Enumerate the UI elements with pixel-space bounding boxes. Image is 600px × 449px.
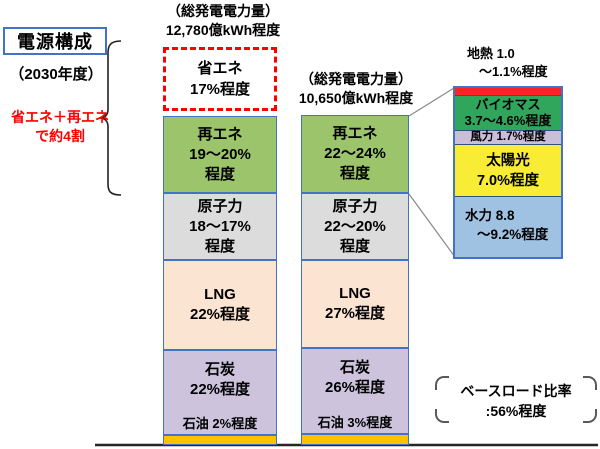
bar2-stack: 再エネ 22～24% 程度 原子力 22～20% 程度 LNG 27%程度 石炭… [301, 115, 409, 445]
breakdown-segment-hydro: 水力 8.8 ～9.2%程度 [455, 197, 561, 257]
segment-label: 水力 8.8 [465, 208, 515, 223]
segment-label: バイオマス [475, 97, 541, 112]
segment-label: LNG [339, 285, 371, 302]
segment-label: 省エネ [197, 60, 243, 77]
bar1-segment-coal: 石炭 22%程度 石油 2%程度 [163, 350, 277, 435]
bar1-stack: 再エネ 19～20% 程度 原子力 18～17% 程度 LNG 22%程度 石炭… [163, 116, 277, 445]
segment-value: 27%程度 [324, 305, 386, 322]
breakdown-segment-wind: 風力 1.7%程度 [455, 131, 561, 145]
breakdown-segment-solar: 太陽光 7.0%程度 [455, 145, 561, 197]
bar1-segment-lng: LNG 22%程度 [163, 260, 277, 350]
bar1-header-line1: （総発電電力量） [167, 3, 279, 19]
segment-value: 22～24% [324, 145, 386, 162]
segment-value: 22～20% [324, 217, 386, 235]
geothermal-label-line2: ～1.1%程度 [479, 64, 548, 79]
page-subtitle-year: （2030年度） [9, 66, 103, 83]
segment-value: 18～17% [189, 217, 251, 235]
bar2-segment-renewable: 再エネ 22～24% 程度 [301, 115, 409, 193]
bar2-header-line2: 10,650億kWh程度 [298, 90, 414, 106]
connector-line-bottom [408, 193, 456, 258]
bar1-segment-oil [163, 435, 277, 445]
bar1-segment-energy-saving: 省エネ 17%程度 [163, 47, 277, 111]
segment-value: 22%程度 [189, 306, 251, 323]
bracket-corner [435, 409, 449, 423]
bar2-header-line1: （総発電電力量） [300, 71, 412, 87]
bracket-corner [435, 376, 449, 390]
annotation-savings-note: 省エネ＋再エネ で約4割 [0, 108, 120, 146]
segment-label: 再エネ [197, 125, 243, 143]
segment-value: 3.7～4.6%程度 [464, 113, 552, 128]
renewable-breakdown-box: バイオマス 3.7～4.6%程度 風力 1.7%程度 太陽光 7.0%程度 水力… [453, 86, 563, 259]
segment-label: 太陽光 [486, 152, 530, 169]
bar2-oil-label: 石油 3%程度 [317, 415, 393, 430]
segment-value-suffix: 程度 [339, 237, 370, 255]
segment-value: 19～20% [189, 145, 251, 163]
bar2-header: （総発電電力量） 10,650億kWh程度 [286, 70, 426, 108]
segment-label: 再エネ [332, 125, 378, 142]
segment-label: 石炭 [204, 361, 235, 378]
segment-value-suffix: 程度 [339, 165, 370, 182]
geothermal-label-line1: 地熱 1.0 [467, 46, 515, 61]
bar2-segment-nuclear: 原子力 22～20% 程度 [301, 193, 409, 260]
bar2-segment-lng: LNG 27%程度 [301, 260, 409, 348]
segment-value: ～9.2%程度 [477, 227, 549, 242]
bar1-header-line2: 12,780億kWh程度 [165, 22, 281, 38]
annotation-line: で約4割 [35, 128, 85, 144]
bar1-header: （総発電電力量） 12,780億kWh程度 [148, 2, 298, 40]
baseload-ratio-box: ベースロード比率 :56%程度 [435, 376, 597, 423]
bar2-segment-coal: 石炭 26%程度 石油 3%程度 [301, 348, 409, 434]
segment-value: 26%程度 [324, 379, 386, 396]
segment-value-suffix: 程度 [204, 165, 235, 183]
page-title: 電源構成 [17, 32, 93, 52]
page-title-box: 電源構成 [3, 27, 107, 55]
segment-label: 原子力 [197, 197, 243, 215]
baseload-label: ベースロード比率 [460, 383, 572, 399]
segment-label: LNG [204, 286, 236, 303]
bracket-corner [583, 409, 597, 423]
segment-label: 原子力 [332, 197, 378, 215]
bar1-oil-label: 石油 2%程度 [182, 416, 258, 431]
segment-label: 石炭 [339, 359, 370, 376]
breakdown-segment-biomass: バイオマス 3.7～4.6%程度 [455, 96, 561, 131]
baseload-value: :56%程度 [485, 403, 547, 419]
bar1-segment-nuclear: 原子力 18～17% 程度 [163, 193, 277, 260]
bar1-segment-renewable: 再エネ 19～20% 程度 [163, 116, 277, 193]
segment-value-suffix: 程度 [204, 237, 235, 255]
segment-value: 17%程度 [189, 81, 251, 98]
annotation-line: 省エネ＋再エネ [11, 109, 109, 125]
segment-label: 風力 1.7%程度 [470, 131, 546, 143]
breakdown-geothermal-label: 地熱 1.0 ～1.1%程度 [455, 45, 575, 81]
bar2-segment-oil [301, 434, 409, 445]
segment-value: 22%程度 [189, 381, 251, 398]
breakdown-segment-geothermal [455, 88, 561, 96]
segment-value: 7.0%程度 [476, 172, 540, 189]
bracket-corner [583, 376, 597, 390]
